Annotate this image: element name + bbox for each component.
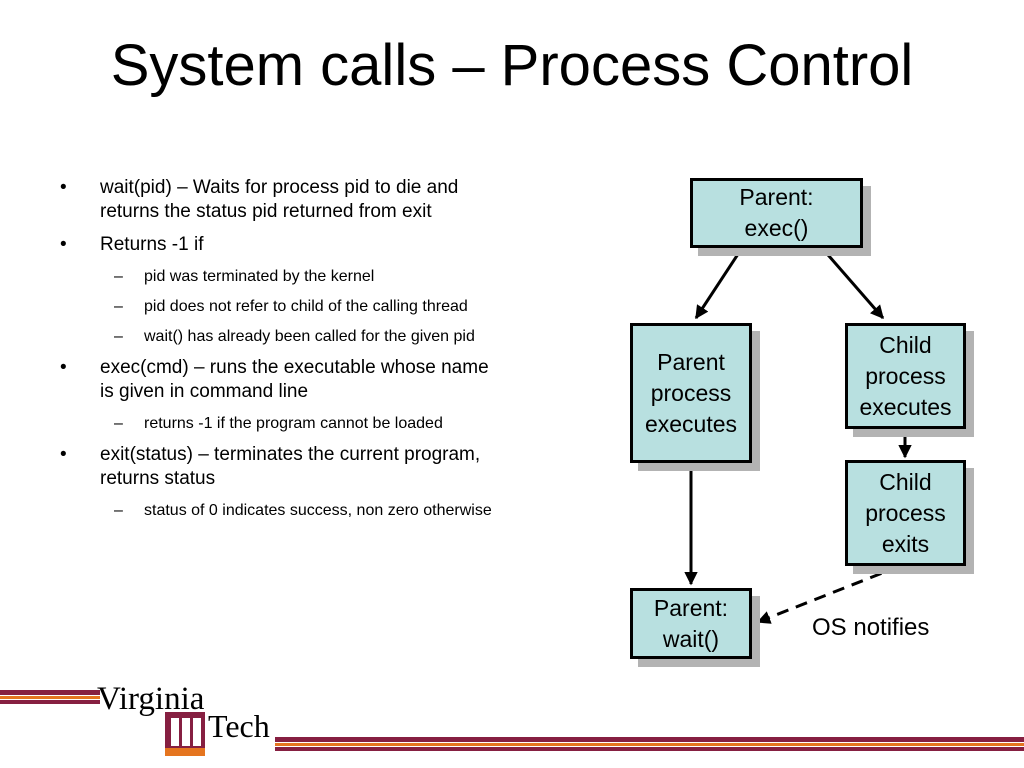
arrow-exec-to-parent bbox=[694, 247, 744, 320]
node-line: Parent: bbox=[739, 184, 814, 210]
sub-bullet-item: – pid does not refer to child of the call… bbox=[58, 296, 498, 317]
sub-bullet-item: – wait() has already been called for the … bbox=[58, 326, 498, 347]
bullet-marker: • bbox=[60, 234, 67, 255]
sub-bullet-marker: – bbox=[114, 502, 123, 519]
bullet-item: • exec(cmd) – runs the executable whose n… bbox=[58, 356, 498, 404]
stripe-maroon-left-top bbox=[0, 690, 100, 695]
bullet-text: exit(status) – terminates the current pr… bbox=[100, 444, 481, 489]
arrow-exec-to-child bbox=[820, 247, 885, 320]
node-parent-exec: Parent: exec() bbox=[690, 178, 863, 248]
sub-bullet-item: – pid was terminated by the kernel bbox=[58, 266, 498, 287]
sub-bullet-text: status of 0 indicates success, non zero … bbox=[144, 502, 492, 519]
stripe-orange-left bbox=[0, 696, 100, 699]
stripe-maroon-right-bottom bbox=[275, 747, 1024, 751]
node-line: Parent bbox=[657, 348, 725, 375]
sub-bullet-marker: – bbox=[114, 415, 123, 432]
sub-bullet-text: returns -1 if the program cannot be load… bbox=[144, 415, 443, 432]
bullet-marker: • bbox=[60, 177, 67, 198]
node-child-process-executes: Child process executes bbox=[845, 323, 966, 429]
logo-word-tech: Tech bbox=[208, 708, 270, 744]
stripe-maroon-left-bottom bbox=[0, 700, 100, 704]
node-line: executes bbox=[644, 410, 738, 437]
bullet-text: exec(cmd) – runs the executable whose na… bbox=[100, 357, 489, 402]
node-line: process bbox=[650, 379, 732, 406]
node-line: Child bbox=[879, 468, 932, 495]
virginia-tech-logo-band bbox=[0, 690, 1024, 756]
stripe-orange-right bbox=[275, 743, 1024, 746]
hokie-stone-icon bbox=[165, 712, 205, 756]
bullet-marker: • bbox=[60, 357, 67, 378]
node-line: process bbox=[865, 362, 946, 389]
node-line: Parent: bbox=[653, 594, 729, 621]
bullet-list: • wait(pid) – Waits for process pid to di… bbox=[58, 176, 498, 530]
node-line: exits bbox=[881, 530, 930, 557]
node-line: executes bbox=[859, 393, 952, 420]
node-parent-wait: Parent: wait() bbox=[630, 588, 752, 659]
stripe-maroon-right-top bbox=[275, 737, 1024, 742]
arrow-os-notifies bbox=[756, 564, 901, 624]
node-line: process bbox=[865, 499, 946, 526]
sub-bullet-item: – returns -1 if the program cannot be loa… bbox=[58, 413, 498, 434]
sub-bullet-text: pid was terminated by the kernel bbox=[144, 268, 375, 285]
sub-bullet-marker: – bbox=[114, 298, 123, 315]
bullet-text: wait(pid) – Waits for process pid to die… bbox=[100, 177, 459, 222]
node-line: exec() bbox=[744, 215, 809, 241]
bullet-item: • wait(pid) – Waits for process pid to di… bbox=[58, 176, 498, 224]
sub-bullet-text: pid does not refer to child of the calli… bbox=[144, 298, 468, 315]
bullet-marker: • bbox=[60, 444, 67, 465]
sub-bullet-marker: – bbox=[114, 328, 123, 345]
node-child-process-exits: Child process exits bbox=[845, 460, 966, 566]
logo-word-virginia: Virginia bbox=[97, 681, 205, 717]
node-parent-process-executes: Parent process executes bbox=[630, 323, 752, 463]
bullet-item: • exit(status) – terminates the current p… bbox=[58, 443, 498, 491]
bullet-item: • Returns -1 if bbox=[58, 233, 498, 257]
bullet-text: Returns -1 if bbox=[100, 234, 204, 255]
sub-bullet-marker: – bbox=[114, 268, 123, 285]
sub-bullet-text: wait() has already been called for the g… bbox=[144, 328, 475, 345]
os-notifies-label: OS notifies bbox=[812, 614, 930, 641]
node-line: Child bbox=[879, 331, 932, 358]
slide-title: System calls – Process Control bbox=[110, 33, 914, 98]
node-line: wait() bbox=[662, 625, 720, 652]
sub-bullet-item: – status of 0 indicates success, non zero… bbox=[58, 500, 498, 521]
